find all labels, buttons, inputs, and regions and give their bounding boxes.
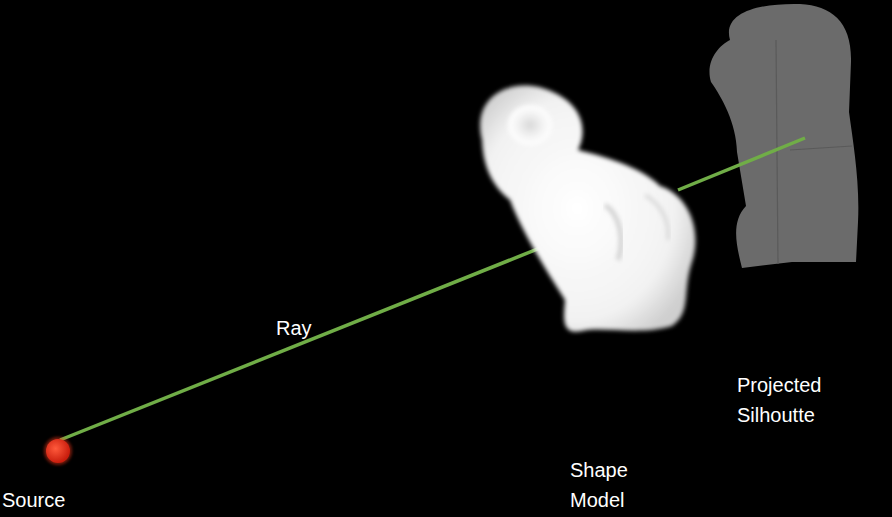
figure-label: Ray bbox=[276, 313, 356, 343]
figure-label: Shape Model bbox=[570, 455, 634, 515]
ray bbox=[60, 138, 805, 440]
figure-label: Source bbox=[2, 485, 92, 515]
shape-model bbox=[480, 86, 695, 332]
source-point bbox=[44, 437, 72, 465]
projected-silhouette bbox=[709, 4, 858, 268]
figure-label: Projected Silhoutte bbox=[737, 370, 837, 430]
